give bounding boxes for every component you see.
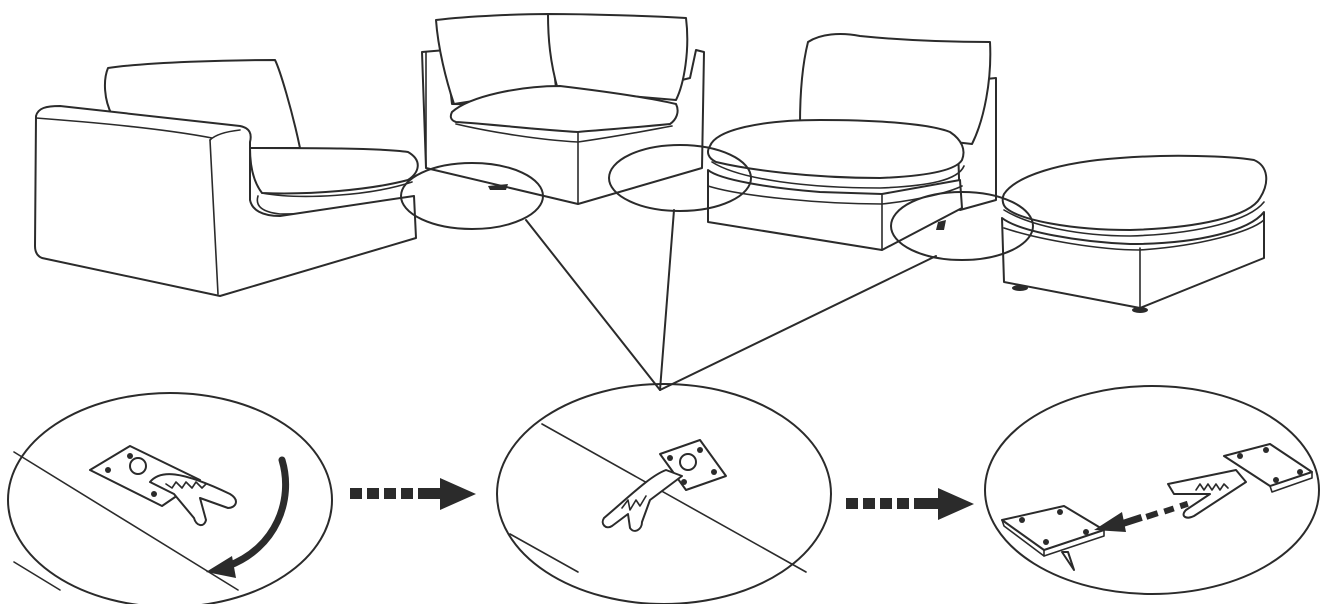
corner-module [421,13,705,205]
dashed-insert-arrow-icon [1094,500,1189,532]
arm-chair-module [34,59,419,297]
clip-upright-step [496,383,832,604]
curved-rotate-arrow-icon [206,456,290,578]
callout-ellipses [400,144,1034,261]
leader-lines [525,209,937,391]
clip-connect-step [984,385,1320,595]
dashed-right-arrow-icon [350,478,476,510]
ottoman-module [1001,154,1268,313]
armless-module [707,33,997,251]
clip-rotate-step [7,392,333,604]
dashed-right-arrow-icon [846,488,974,520]
